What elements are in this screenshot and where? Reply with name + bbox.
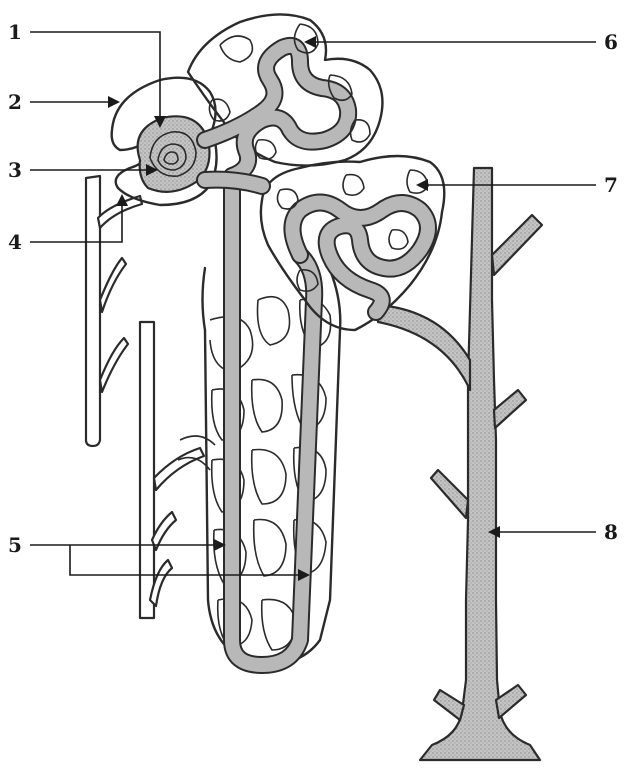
leader-1: [30, 32, 166, 128]
juxtaglomerular-link: [205, 180, 262, 186]
label-4: 4: [8, 230, 22, 254]
afferent-vessel-tree: [86, 176, 142, 446]
leader-4: [30, 194, 128, 242]
leader-5: [30, 539, 310, 581]
leader-2: [30, 96, 120, 108]
label-5: 5: [8, 533, 22, 557]
leader-8: [488, 526, 596, 538]
label-7: 7: [604, 173, 618, 197]
label-1: 1: [8, 20, 22, 44]
label-6: 6: [604, 30, 618, 54]
distal-convoluted-tubule: [261, 156, 444, 330]
label-8: 8: [604, 520, 618, 544]
label-2: 2: [8, 90, 22, 114]
leader-6: [304, 36, 596, 48]
efferent-vessel-tree: [140, 322, 204, 618]
label-3: 3: [8, 158, 22, 182]
